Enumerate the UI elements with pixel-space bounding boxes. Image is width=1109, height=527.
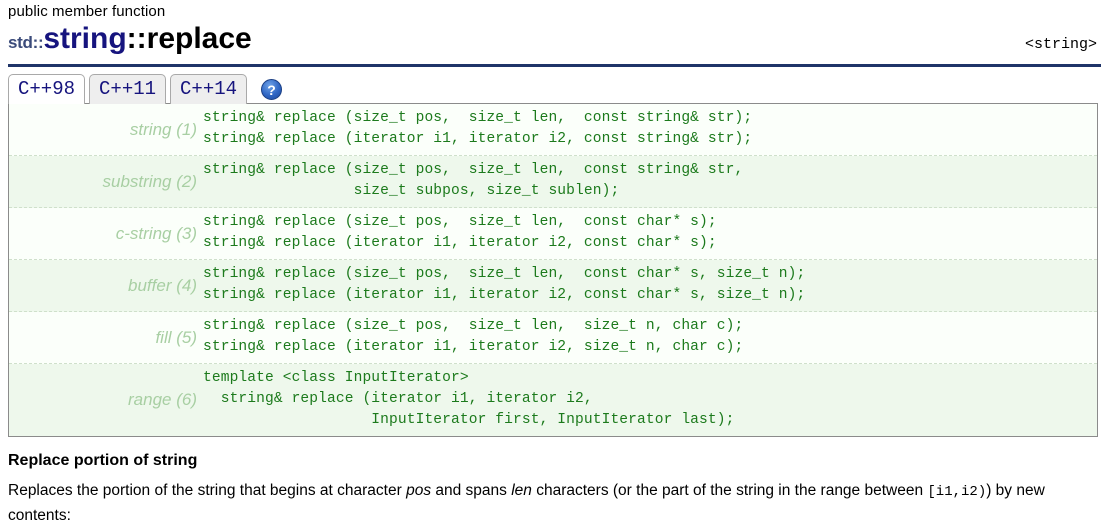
desc-emphasis-pos: pos [406, 482, 432, 499]
title-function: ::replace [126, 22, 252, 55]
desc-text-2: and spans [431, 482, 512, 499]
signature-line: string& replace (size_t pos, size_t len,… [203, 162, 744, 178]
signature-label: c-string (3) [115, 223, 197, 243]
desc-text-1: Replaces the portion of the string that … [8, 482, 407, 499]
tab-cpp11[interactable]: C++11 [89, 74, 167, 104]
title-namespace: std:: [8, 33, 44, 52]
table-row: string (1) string& replace (size_t pos, … [9, 104, 1097, 156]
signature-label: fill (5) [155, 327, 197, 347]
table-row: buffer (4) string& replace (size_t pos, … [9, 260, 1097, 312]
include-header-label: <string> [1024, 36, 1097, 53]
signature-code: string& replace (size_t pos, size_t len,… [203, 104, 1097, 155]
signature-line: template <class InputIterator> [203, 370, 469, 386]
desc-emphasis-len: len [511, 482, 532, 499]
signature-label: string (1) [129, 119, 197, 139]
signature-line: string& replace (iterator i1, iterator i… [203, 131, 753, 147]
signature-code: string& replace (size_t pos, size_t len,… [203, 156, 1097, 207]
signature-code: string& replace (size_t pos, size_t len,… [203, 208, 1097, 259]
help-icon[interactable]: ? [261, 79, 283, 100]
signature-line: string& replace (iterator i1, iterator i… [203, 391, 593, 407]
signature-line: string& replace (size_t pos, size_t len,… [203, 266, 806, 282]
description-heading: Replace portion of string [8, 452, 198, 469]
signature-line: string& replace (iterator i1, iterator i… [203, 287, 806, 303]
signature-line: string& replace (iterator i1, iterator i… [203, 339, 744, 355]
signature-line: size_t subpos, size_t sublen); [203, 183, 620, 199]
title-divider [8, 64, 1101, 67]
standard-version-tabs: C++98 C++11 C++14 ? [8, 71, 1101, 104]
signature-label: range (6) [128, 390, 197, 409]
signature-label: substring (2) [102, 171, 197, 191]
signature-line: string& replace (size_t pos, size_t len,… [203, 318, 744, 334]
function-kind-label: public member function [8, 3, 166, 20]
signature-line: string& replace (size_t pos, size_t len,… [203, 110, 753, 126]
desc-code-range: [i1,i2) [927, 484, 987, 500]
signature-line: string& replace (size_t pos, size_t len,… [203, 214, 717, 230]
signature-label: buffer (4) [128, 275, 197, 295]
description-body: Replaces the portion of the string that … [8, 479, 1083, 527]
page-title: std::string::replace [8, 22, 252, 60]
desc-text-3: characters (or the part of the string in… [531, 482, 928, 499]
signature-line: InputIterator first, InputIterator last)… [203, 412, 735, 428]
title-row: std::string::replace <string> [8, 22, 1101, 60]
signature-code: string& replace (size_t pos, size_t len,… [203, 260, 1097, 311]
tab-cpp14[interactable]: C++14 [170, 74, 248, 104]
signature-table: string (1) string& replace (size_t pos, … [8, 103, 1098, 437]
table-row: fill (5) string& replace (size_t pos, si… [9, 312, 1097, 364]
signature-line: string& replace (iterator i1, iterator i… [203, 235, 717, 251]
signature-code: template <class InputIterator> string& r… [203, 364, 1097, 436]
table-row: substring (2) string& replace (size_t po… [9, 156, 1097, 208]
table-row: range (6) template <class InputIterator>… [9, 364, 1097, 436]
table-row: c-string (3) string& replace (size_t pos… [9, 208, 1097, 260]
tab-cpp98[interactable]: C++98 [8, 74, 86, 104]
signature-code: string& replace (size_t pos, size_t len,… [203, 312, 1097, 363]
title-class: string [43, 22, 127, 55]
